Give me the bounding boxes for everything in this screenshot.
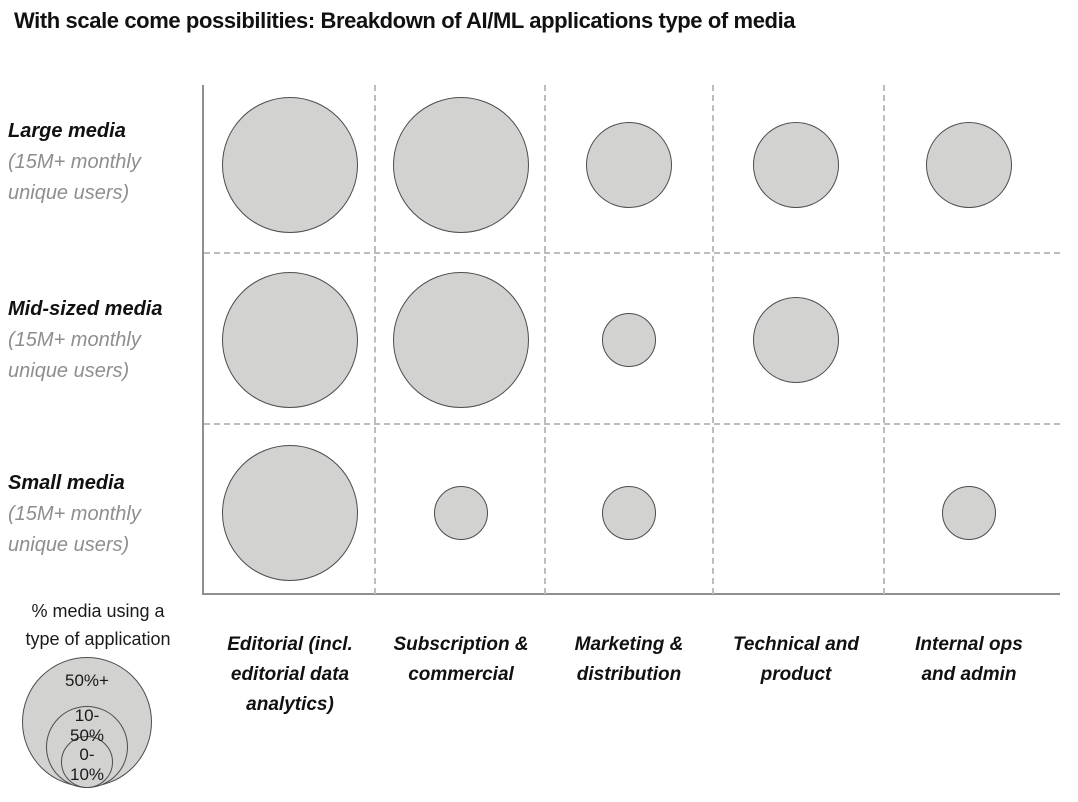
bubble [926, 122, 1012, 208]
row-label-subtitle: (15M+ monthly unique users) [8, 329, 141, 382]
bubble [434, 486, 488, 540]
row-label-small-media: Small media (15M+ monthly unique users) [8, 468, 198, 561]
page-title: With scale come possibilities: Breakdown… [14, 8, 796, 33]
column-label-marketing: Marketing & distribution [574, 634, 684, 685]
column-label-subscription: Subscription & commercial [393, 634, 529, 685]
grid-line-vertical [712, 85, 714, 594]
row-label-title: Mid-sized media [8, 298, 163, 320]
column-label-technical: Technical and product [733, 634, 859, 685]
bubble [393, 272, 529, 408]
column-label-internal-ops: Internal ops and admin [915, 634, 1023, 685]
column-label-editorial: Editorial (incl. editorial data analytic… [227, 634, 353, 715]
bubble [753, 122, 839, 208]
row-label-title: Small media [8, 472, 125, 494]
bubble [602, 313, 656, 367]
row-label-title: Large media [8, 120, 126, 142]
legend-label-small: 0-10% [69, 745, 105, 784]
legend-label-large: 50%+ [65, 671, 109, 690]
bubble [393, 97, 529, 233]
legend-ring-small [61, 736, 113, 788]
grid-line-horizontal [204, 423, 1060, 425]
grid-line-horizontal [204, 252, 1060, 254]
bubble [586, 122, 672, 208]
row-label-large-media: Large media (15M+ monthly unique users) [8, 116, 198, 209]
bubble [222, 272, 358, 408]
row-label-mid-sized-media: Mid-sized media (15M+ monthly unique use… [8, 294, 198, 387]
bubble [222, 97, 358, 233]
bubble [222, 445, 358, 581]
legend-label-medium: 10-50% [69, 706, 105, 745]
grid-line-vertical [883, 85, 885, 594]
legend-title: % media using a type of application [25, 601, 171, 649]
bubble [602, 486, 656, 540]
y-axis-line [202, 85, 204, 595]
x-axis-line [202, 593, 1060, 595]
grid-line-vertical [544, 85, 546, 594]
bubble [753, 297, 839, 383]
row-label-subtitle: (15M+ monthly unique users) [8, 503, 141, 556]
grid-line-vertical [374, 85, 376, 594]
row-label-subtitle: (15M+ monthly unique users) [8, 151, 141, 204]
bubble [942, 486, 996, 540]
